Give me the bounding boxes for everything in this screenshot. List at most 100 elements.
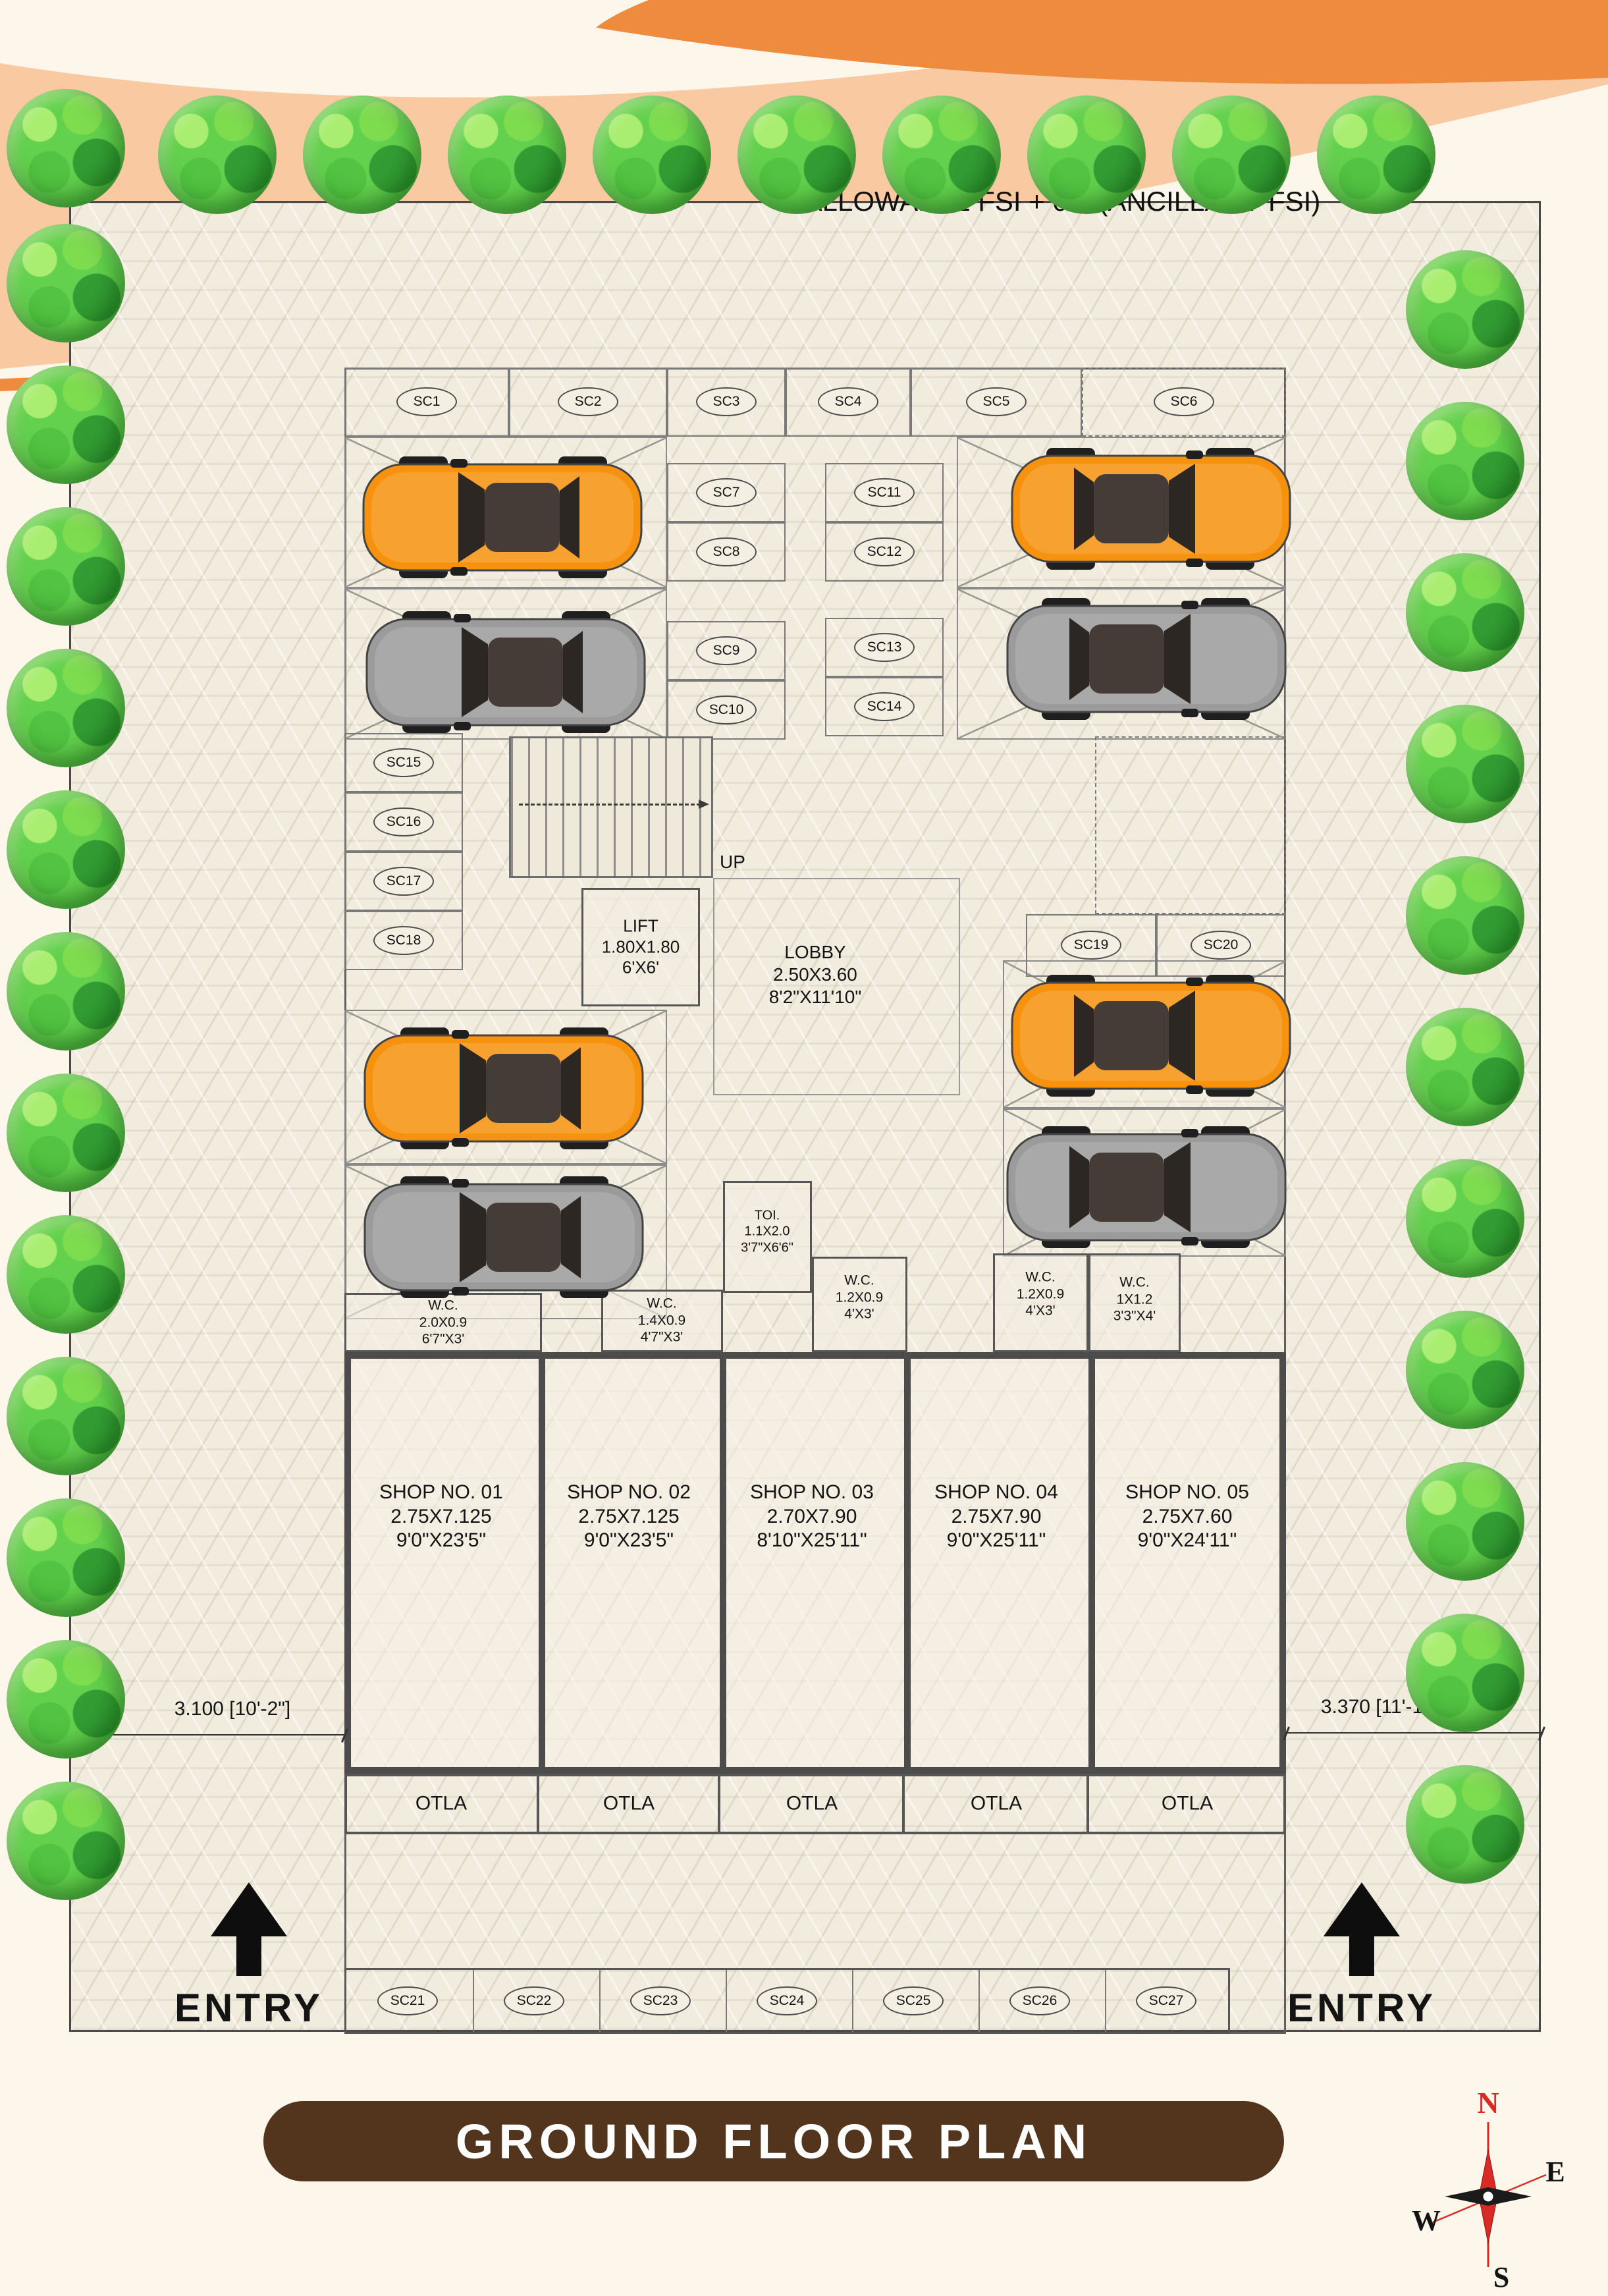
shop-divider-wall	[539, 1359, 545, 1767]
tree-icon	[1406, 1614, 1524, 1732]
swoosh-orange-band	[596, 0, 1608, 84]
wc-label: W.C. 1X1.2 3'3"X4'	[1113, 1274, 1156, 1325]
car-icon-gray	[1006, 598, 1287, 720]
parking-spot-sc3: SC3	[696, 387, 757, 416]
parking-spot-sc5: SC5	[966, 387, 1027, 416]
dimension-label-left: 3.100 [10'-2"]	[174, 1698, 291, 1720]
parking-spot-sc8: SC8	[696, 537, 757, 566]
shop-label: SHOP NO. 03 2.70X7.90 8'10"X25'11"	[750, 1481, 874, 1553]
parking-cell	[825, 677, 944, 736]
parking-spot-sc15: SC15	[373, 748, 434, 777]
compass-north-label: N	[1477, 2086, 1499, 2119]
tree-icon	[1406, 856, 1524, 975]
parking-spot-sc13: SC13	[854, 633, 915, 662]
wc-dim-m: 1.2X0.9	[1016, 1286, 1065, 1302]
shop-name: SHOP NO. 03	[750, 1481, 874, 1504]
shop-divider-wall	[1088, 1359, 1095, 1767]
wc-dim-ft: 4'7"X3'	[640, 1329, 683, 1345]
otla-divider	[537, 1776, 539, 1832]
car-icon-orange	[363, 1027, 644, 1149]
tree-icon	[7, 1640, 125, 1759]
car-icon-gray	[1006, 1126, 1287, 1248]
otla-band	[344, 1774, 1286, 1834]
dimension-line-left	[74, 1734, 344, 1736]
tree-icon	[1406, 705, 1524, 823]
tree-icon	[448, 96, 566, 214]
entry-arrow-stem	[236, 1936, 261, 1976]
wc-room	[1088, 1253, 1181, 1352]
tree-icon	[7, 366, 125, 484]
tree-icon	[7, 1357, 125, 1475]
parking-spot-sc20: SC20	[1191, 931, 1251, 960]
bottom-parking-row	[344, 1968, 1230, 2034]
parking-spot-sc4: SC4	[818, 387, 878, 416]
parking-cell	[344, 911, 463, 970]
parking-divider	[473, 1970, 474, 2032]
toilet-dim-ft: 3'7"X6'6"	[741, 1240, 793, 1255]
otla-label: OTLA	[1161, 1792, 1214, 1815]
tree-icon	[7, 1074, 125, 1192]
tree-icon	[1406, 1159, 1524, 1278]
parking-spot-sc14: SC14	[854, 692, 915, 721]
tree-icon	[7, 89, 125, 207]
shop-label: SHOP NO. 02 2.75X7.125 9'0"X23'5"	[567, 1481, 691, 1553]
tree-icon	[1027, 96, 1146, 214]
parking-spot-sc12: SC12	[854, 537, 915, 566]
entry-arrow-icon	[211, 1882, 287, 1936]
wc-room	[344, 1293, 542, 1352]
car-icon-orange	[1011, 448, 1291, 570]
tree-icon	[1406, 1311, 1524, 1429]
parking-cell	[911, 368, 1082, 437]
parking-spot-sc9: SC9	[696, 636, 757, 665]
tree-icon	[1172, 96, 1291, 214]
parking-spot-sc19: SC19	[1061, 931, 1121, 960]
parking-divider	[1105, 1970, 1106, 2032]
lobby-name: LOBBY	[784, 941, 846, 962]
shop-dim-m: 2.75X7.60	[1142, 1505, 1233, 1527]
tree-icon	[1406, 553, 1524, 672]
parking-spot-sc2: SC2	[558, 387, 618, 416]
tree-icon	[1406, 402, 1524, 520]
parking-cell	[786, 368, 911, 437]
entry-arrow-icon	[1324, 1882, 1400, 1936]
parking-cell	[825, 522, 944, 582]
shop-dim-ft: 8'10"X25'11"	[757, 1529, 867, 1552]
tree-icon	[1406, 1008, 1524, 1126]
parking-divider	[599, 1970, 601, 2032]
tree-icon	[7, 790, 125, 909]
tree-icon	[7, 224, 125, 342]
parking-cell	[344, 368, 509, 437]
parking-cell	[1082, 368, 1286, 437]
parking-cell	[667, 522, 786, 582]
shop-dim-ft: 9'0"X23'5"	[583, 1529, 674, 1552]
shop-name: SHOP NO. 05	[1125, 1481, 1249, 1504]
entry-arrow-stem	[1349, 1936, 1374, 1976]
shop-dim-ft: 9'0"X24'11"	[1137, 1529, 1237, 1552]
parking-divider	[726, 1970, 727, 2032]
otla-label: OTLA	[786, 1792, 838, 1815]
parking-cell	[344, 733, 463, 792]
lobby-dim-m: 2.50X3.60	[773, 964, 857, 985]
compass-rose: N E W S	[1412, 2086, 1565, 2292]
toilet-room	[723, 1181, 812, 1293]
toilet-label: TOI. 1.1X2.0 3'7"X6'6"	[741, 1207, 793, 1255]
parking-spot-sc17: SC17	[373, 867, 434, 896]
lift-dim-m: 1.80X1.80	[601, 937, 680, 957]
stairs	[509, 736, 713, 878]
car-icon-gray	[365, 611, 646, 733]
parking-spot-sc22: SC22	[504, 1986, 564, 2015]
wc-name: W.C.	[428, 1298, 458, 1313]
tree-icon	[7, 1498, 125, 1617]
parking-spot-sc16: SC16	[373, 807, 434, 836]
wc-label: W.C. 1.2X0.9 4'X3'	[836, 1272, 883, 1323]
shop-label: SHOP NO. 05 2.75X7.60 9'0"X24'11"	[1125, 1481, 1249, 1553]
otla-label: OTLA	[970, 1792, 1023, 1815]
tree-icon	[1317, 96, 1435, 214]
parking-spot-sc10: SC10	[696, 696, 757, 724]
parking-cell	[667, 463, 786, 522]
otla-divider	[902, 1776, 905, 1832]
lift-name: LIFT	[623, 916, 658, 936]
compass-west-label: W	[1412, 2204, 1441, 2237]
wc-dim-m: 1X1.2	[1116, 1292, 1153, 1307]
tree-icon	[882, 96, 1001, 214]
